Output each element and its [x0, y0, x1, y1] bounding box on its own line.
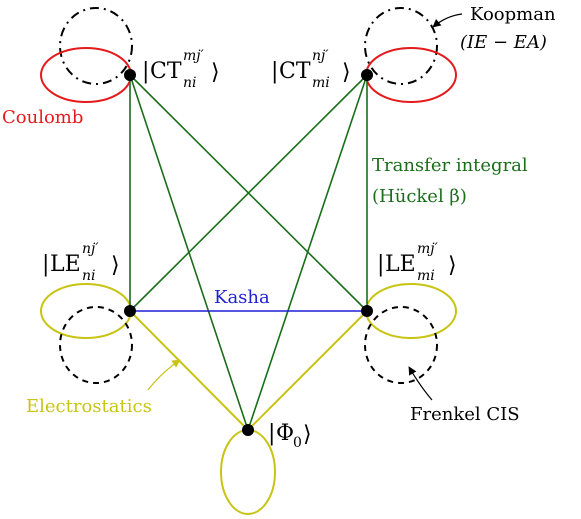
electrostatics-loop-le-ni: [40, 283, 132, 339]
label-ct-mi: | CT nj′ mi ⟩: [271, 48, 351, 91]
svg-text:Φ: Φ: [276, 421, 294, 446]
label-phi0: | Φ 0 ⟩: [268, 421, 312, 451]
frenkel-cis-label: Frenkel CIS: [410, 404, 520, 425]
node-ct-mi: [361, 69, 373, 81]
svg-text:CT: CT: [150, 59, 182, 84]
node-le-ni: [124, 305, 136, 317]
edge-le-ni-phi0: [129, 310, 249, 431]
label-le-ni: | LE nj′ ni ⟩: [42, 241, 120, 284]
edge-ct-mi-le-ni: [129, 74, 368, 312]
svg-text:⟩: ⟩: [111, 253, 120, 278]
svg-text:nj′: nj′: [82, 241, 99, 257]
frenkel-arrow: [408, 366, 433, 401]
koopman-loop-ct-ni: [59, 7, 133, 85]
electrostatics-loop-le-mi: [365, 283, 457, 339]
node-phi0: [242, 424, 254, 436]
edge-ct-mi-phi0: [247, 74, 368, 431]
huckel-beta-label: (Hückel β): [372, 186, 467, 207]
svg-text:⟩: ⟩: [211, 60, 220, 85]
electrostatics-loop-phi0: [220, 429, 276, 515]
svg-text:|: |: [271, 59, 278, 84]
koopman-label: Koopman: [470, 4, 556, 25]
svg-text:ni: ni: [183, 75, 197, 91]
coulomb-loop-ct-mi: [365, 47, 457, 103]
coulomb-label: Coulomb: [2, 107, 83, 128]
edge-ct-ni-phi0: [129, 74, 249, 431]
transfer-integral-label: Transfer integral: [372, 155, 528, 176]
node-le-mi: [361, 305, 373, 317]
svg-text:ni: ni: [82, 268, 96, 284]
node-ct-ni: [124, 69, 136, 81]
kasha-label: Kasha: [214, 287, 270, 308]
svg-text:mj′: mj′: [183, 48, 205, 64]
koopman-loop-ct-mi: [364, 7, 438, 85]
svg-text:LE: LE: [50, 252, 81, 277]
svg-text:nj′: nj′: [312, 48, 329, 64]
frenkel-loop-le-ni: [59, 306, 133, 384]
svg-text:|: |: [268, 421, 275, 446]
svg-text:⟩: ⟩: [448, 253, 457, 278]
koopman-arrow: [432, 13, 463, 28]
svg-text:CT: CT: [279, 59, 311, 84]
electrostatics-label: Electrostatics: [26, 396, 152, 417]
svg-text:|: |: [142, 59, 149, 84]
svg-text:mj′: mj′: [417, 241, 439, 257]
frenkel-loop-le-mi: [364, 306, 438, 384]
svg-text:LE: LE: [385, 252, 416, 277]
label-ct-ni: | CT mj′ ni ⟩: [142, 48, 220, 91]
svg-text:⟩: ⟩: [342, 60, 351, 85]
transfer-edges: [129, 74, 368, 431]
svg-text:0: 0: [293, 435, 302, 451]
svg-text:|: |: [377, 252, 384, 277]
svg-text:mi: mi: [312, 75, 330, 91]
edge-le-mi-phi0: [247, 310, 368, 431]
label-le-mi: | LE mj′ mi ⟩: [377, 241, 457, 284]
coulomb-loop-ct-ni: [40, 47, 132, 103]
koopman-formula: (IE − EA): [460, 32, 547, 53]
svg-text:mi: mi: [417, 268, 435, 284]
svg-text:|: |: [42, 252, 49, 277]
electrostatics-arrow: [147, 359, 181, 391]
svg-text:⟩: ⟩: [303, 422, 312, 447]
